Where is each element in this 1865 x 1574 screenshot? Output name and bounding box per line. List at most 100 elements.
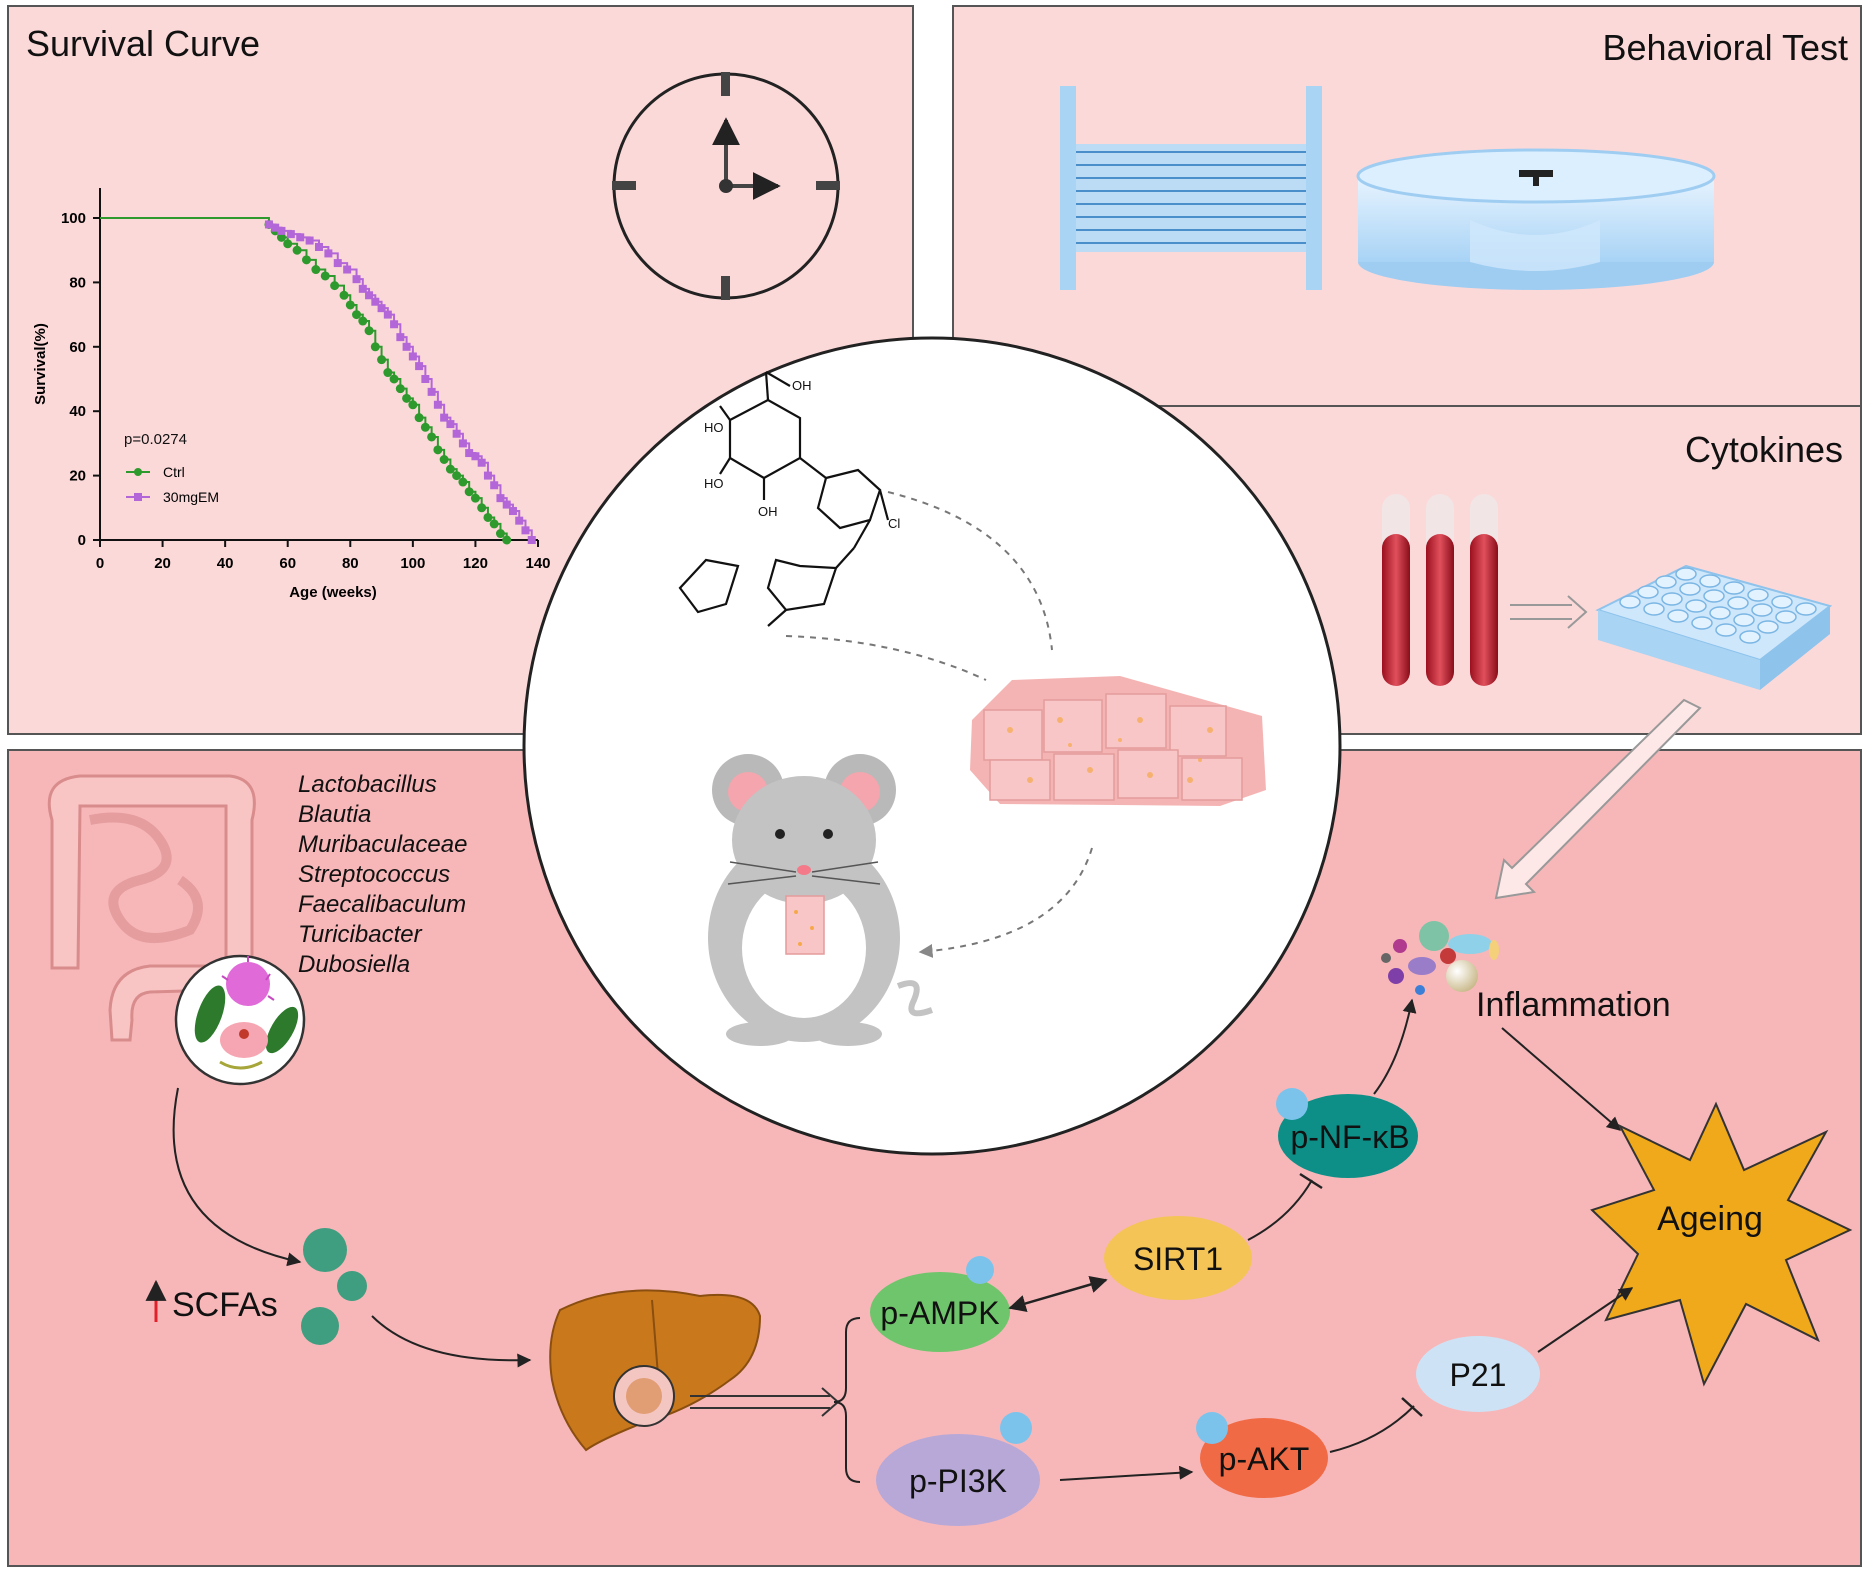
- sirt1-label: SIRT1: [1133, 1241, 1223, 1277]
- inflammation-cells-icon: [1381, 921, 1499, 995]
- data-point-ctrl: [433, 445, 443, 455]
- data-point-ctrl: [414, 413, 424, 423]
- atom-oh-bottom: OH: [758, 504, 778, 519]
- data-point-30mgem: [496, 494, 505, 503]
- data-point-ctrl: [358, 316, 368, 326]
- p-nfkb-label: p-NF-κB: [1290, 1119, 1409, 1155]
- p-akt-label: p-AKT: [1219, 1441, 1310, 1477]
- data-point-ctrl: [301, 255, 311, 265]
- rotarod-icon: [1060, 86, 1322, 290]
- data-point-ctrl: [427, 432, 437, 442]
- tissue-icon: [970, 676, 1266, 806]
- scfa-dots-icon: [301, 1228, 367, 1345]
- node-p-pi3k: p-PI3K: [876, 1412, 1040, 1526]
- data-point-ctrl: [464, 487, 474, 497]
- node-sirt1: SIRT1: [1104, 1216, 1252, 1300]
- arrow-intestine-to-scfas: [172, 1087, 302, 1267]
- inhibit-bar-p21: [1401, 1397, 1423, 1417]
- arrow-nfkb-inflammation: [1373, 998, 1417, 1095]
- x-tick-label: 100: [400, 555, 425, 572]
- water-maze-icon: [1356, 148, 1716, 290]
- data-point-ctrl: [439, 455, 449, 464]
- data-point-30mgem: [421, 375, 430, 383]
- data-point-ctrl: [495, 529, 505, 539]
- y-axis-label: Survival(%): [32, 323, 49, 405]
- bacteria-name: Faecalibaculum: [298, 891, 466, 918]
- data-point-ctrl: [489, 519, 499, 529]
- arrow-pi3k-akt: [1059, 1465, 1194, 1481]
- dashed-arrow-mouse-to-tissue: [785, 635, 987, 681]
- arrow-scfas-to-liver: [371, 1315, 532, 1368]
- data-point-ctrl: [458, 477, 468, 487]
- data-point-30mgem: [402, 342, 411, 351]
- data-point-30mgem: [315, 242, 323, 251]
- y-tick-label: 0: [78, 532, 86, 549]
- survival-title: Survival Curve: [26, 23, 260, 64]
- data-point-30mgem: [490, 481, 499, 490]
- data-point-ctrl: [352, 310, 362, 320]
- data-point-30mgem: [527, 536, 536, 544]
- bacteria-name: Dubosiella: [298, 951, 410, 978]
- x-tick-label: 140: [525, 555, 550, 572]
- data-point-30mgem: [377, 304, 386, 313]
- y-tick-label: 80: [69, 274, 86, 291]
- legend-marker-ctrl: [134, 468, 142, 476]
- data-point-ctrl: [452, 471, 462, 481]
- arrow-ampk-sirt1: [1008, 1276, 1108, 1312]
- data-point-30mgem: [471, 452, 480, 461]
- p-pi3k-label: p-PI3K: [909, 1463, 1007, 1499]
- bacteria-list: LactobacillusBlautiaMuribaculaceaeStrept…: [298, 771, 467, 978]
- inflammation-label: Inflammation: [1476, 986, 1671, 1024]
- x-tick-label: 0: [96, 555, 104, 572]
- data-point-30mgem: [440, 413, 449, 422]
- ageing-label: Ageing: [1657, 1200, 1763, 1238]
- x-tick-label: 20: [154, 555, 171, 572]
- data-point-30mgem: [333, 259, 342, 268]
- atom-ho-left-1: HO: [704, 420, 724, 435]
- y-tick-label: 40: [69, 403, 86, 420]
- arrow-p21-ageing: [1537, 1287, 1634, 1353]
- blood-tubes-icon: [1382, 494, 1498, 686]
- data-point-30mgem: [277, 226, 286, 235]
- data-point-ctrl: [320, 271, 330, 281]
- atom-oh-top: OH: [792, 378, 812, 393]
- p21-label: P21: [1450, 1357, 1507, 1393]
- ageing-starburst: Ageing: [1590, 1101, 1853, 1387]
- legend: Ctrl 30mgEM: [126, 464, 219, 505]
- data-point-30mgem: [458, 439, 467, 448]
- data-point-ctrl: [364, 326, 374, 336]
- dashed-arrow-molecule-to-tissue: [887, 491, 1053, 651]
- data-point-30mgem: [383, 310, 392, 319]
- data-point-ctrl: [420, 422, 430, 432]
- data-point-30mgem: [408, 352, 417, 361]
- bacteria-name: Turicibacter: [298, 921, 423, 948]
- legend-label-30mgem: 30mgEM: [163, 489, 219, 505]
- x-tick-label: 60: [279, 555, 296, 572]
- data-point-ctrl: [370, 342, 380, 352]
- legend-label-ctrl: Ctrl: [163, 464, 185, 480]
- inhibit-bar-nfkb: [1299, 1172, 1323, 1190]
- data-point-30mgem: [521, 526, 530, 535]
- data-point-ctrl: [383, 368, 393, 378]
- data-point-ctrl: [339, 290, 349, 300]
- arrow-inflammation-ageing: [1501, 1027, 1622, 1131]
- well-plate-icon: [1595, 564, 1833, 690]
- data-point-ctrl: [311, 265, 321, 275]
- atom-ho-left-2: HO: [704, 476, 724, 491]
- data-point-ctrl: [345, 300, 355, 310]
- data-point-30mgem: [358, 284, 367, 293]
- data-point-30mgem: [286, 230, 295, 239]
- mouse-icon: [708, 754, 934, 1046]
- data-point-30mgem: [415, 362, 424, 371]
- x-tick-label: 80: [342, 555, 359, 572]
- data-point-ctrl: [502, 535, 512, 545]
- data-point-ctrl: [377, 355, 387, 365]
- data-point-30mgem: [396, 333, 405, 342]
- data-point-ctrl: [408, 400, 418, 410]
- x-tick-label: 40: [217, 555, 234, 572]
- data-point-30mgem: [452, 429, 461, 438]
- data-point-30mgem: [352, 275, 361, 284]
- data-point-30mgem: [477, 458, 486, 467]
- data-point-ctrl: [445, 464, 455, 474]
- data-point-ctrl: [283, 239, 293, 249]
